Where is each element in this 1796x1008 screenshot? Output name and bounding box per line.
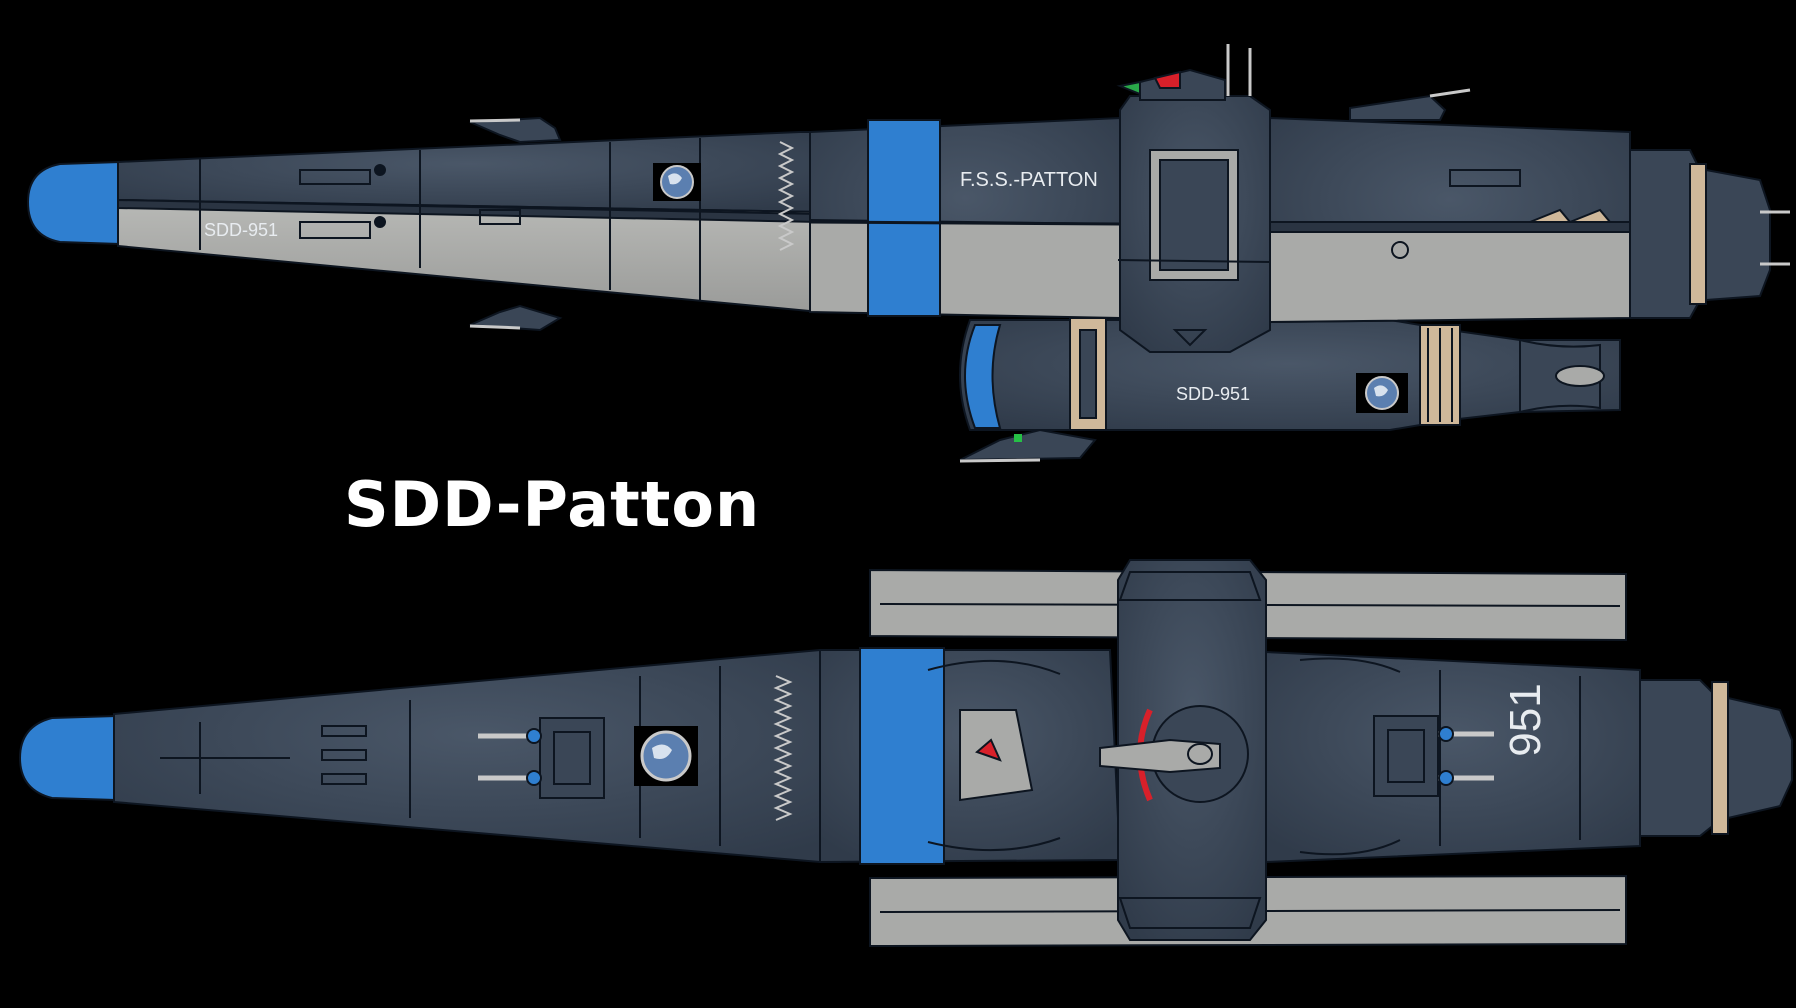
earth-emblem-icon (634, 726, 698, 786)
earth-emblem-icon (653, 163, 701, 201)
stern-number-label: 951 (1501, 683, 1550, 756)
earth-emblem-icon (1356, 373, 1408, 413)
page-title: SDD-Patton (344, 468, 761, 541)
top-view-ship (18, 559, 1793, 948)
pod-registry-label: SDD-951 (1176, 384, 1250, 404)
side-view-ship (26, 44, 1790, 463)
ship-name-label: F.S.S.-PATTON (960, 169, 1098, 191)
bow-registry-label: SDD-951 (204, 220, 278, 240)
